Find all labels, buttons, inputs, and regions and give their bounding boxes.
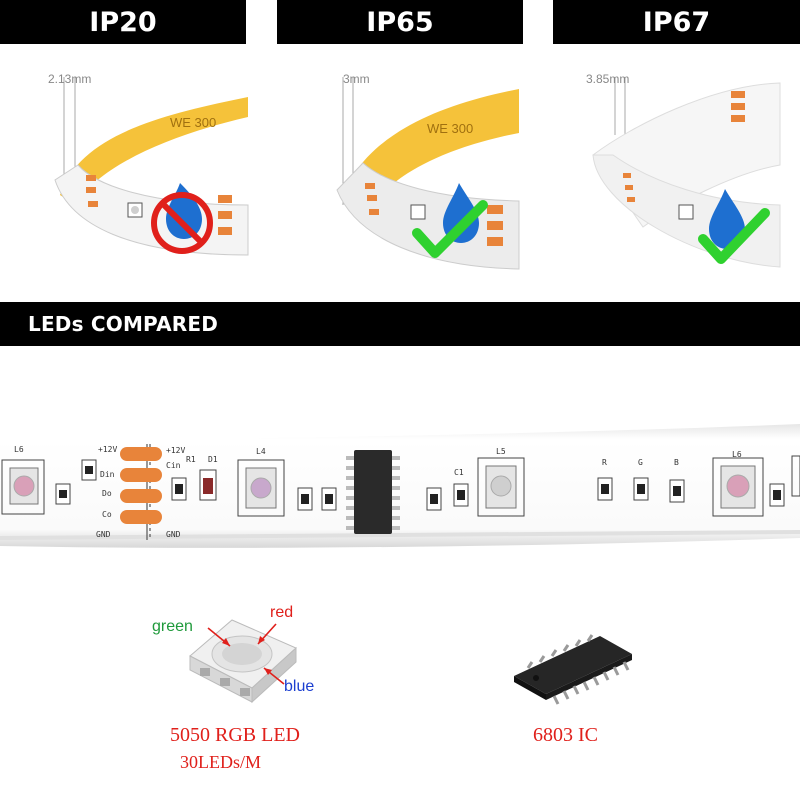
strip-ic-chip (346, 450, 400, 534)
strip-label-co: Co (102, 510, 112, 519)
tab-ip67: IP67 (553, 0, 800, 44)
strip-label-l5: L5 (496, 447, 506, 456)
ip20-thickness: 2.13mm (48, 72, 92, 86)
ip65-strip-image: WE 300 (336, 77, 520, 270)
strip-label-b: B (674, 458, 679, 467)
strip-label-l6b: L6 (732, 450, 742, 459)
tab-ip20: IP20 (0, 0, 246, 44)
strip-label-r1: R1 (186, 455, 196, 464)
ip20-strip-image: WE 300 (54, 77, 249, 256)
tab-ip65-label: IP65 (366, 6, 434, 38)
ic-diagram (514, 634, 632, 705)
strip-label-g: G (638, 458, 643, 467)
strip-label-12v-a: +12V (98, 445, 118, 454)
led-strip-closeup (0, 424, 800, 548)
strip-label-12v-b: +12V (166, 446, 186, 455)
svg-text:WE 300: WE 300 (170, 115, 216, 130)
strip-label-do: Do (102, 489, 112, 498)
ip65-thickness: 3mm (343, 72, 370, 86)
led-density: 30LEDs/M (180, 752, 261, 772)
led-caption: 5050 RGB LED (170, 724, 300, 746)
strip-label-gnd-b: GND (166, 530, 181, 539)
section-banner: LEDs COMPARED (0, 302, 800, 346)
legend-green-label: green (152, 618, 193, 635)
tab-ip67-label: IP67 (642, 6, 711, 38)
strip-label-r: R (602, 458, 607, 467)
section-title: LEDs COMPARED (28, 312, 219, 336)
tab-ip20-label: IP20 (89, 6, 157, 38)
waterproof-check-icon (412, 183, 488, 258)
legend-red-label: red (270, 604, 294, 621)
strip-label-l4: L4 (256, 447, 266, 456)
strip-label-din: Din (100, 470, 115, 479)
legend-blue-label: blue (284, 678, 315, 695)
ic-caption: 6803 IC (533, 724, 598, 746)
no-water-icon (151, 183, 213, 254)
strip-label-l6: L6 (14, 445, 24, 454)
strip-label-c1: C1 (454, 468, 464, 477)
strip-label-d1: D1 (208, 455, 218, 464)
ip67-thickness: 3.85mm (586, 72, 630, 86)
strip-label-cin: Cin (166, 461, 181, 470)
svg-text:WE 300: WE 300 (427, 121, 473, 136)
tab-ip65: IP65 (277, 0, 523, 44)
strip-label-gnd-a: GND (96, 530, 111, 539)
waterproof-check-icon (698, 189, 770, 264)
ip67-strip-image (592, 77, 781, 268)
rgb-led-diagram (189, 619, 297, 704)
